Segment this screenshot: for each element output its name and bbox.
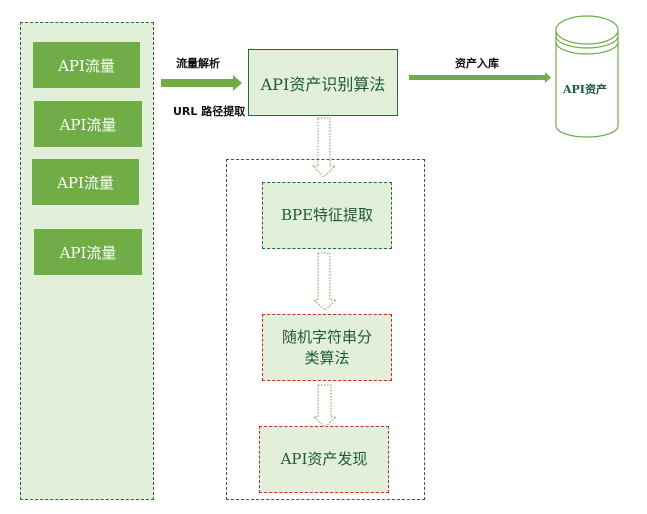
down-arrow-icon: [312, 384, 338, 428]
asset-storage-label: 资产入库: [455, 57, 499, 70]
down-arrow-icon: [311, 117, 337, 178]
step-label: BPE特征提取: [280, 206, 374, 224]
api-asset-recognition-algorithm-node[interactable]: API资产识别算法: [248, 49, 398, 116]
step-label: 随机字符串分类算法: [281, 327, 372, 367]
database-icon[interactable]: [555, 15, 619, 138]
traffic-source-node[interactable]: API流量: [34, 101, 142, 147]
bpe-feature-extraction-node[interactable]: BPE特征提取: [262, 182, 392, 249]
traffic-source-label: API流量: [57, 173, 114, 192]
database-label: API资产: [563, 83, 607, 96]
api-asset-discovery-node[interactable]: API资产发现: [259, 426, 389, 493]
url-extract-label: URL 路径提取: [173, 105, 246, 118]
traffic-source-label: API流量: [59, 243, 117, 262]
traffic-source-label: API流量: [59, 115, 117, 134]
down-arrow-icon: [312, 252, 338, 311]
step-label: API资产发现: [280, 450, 368, 468]
input-arrow: [161, 75, 242, 91]
traffic-source-node[interactable]: API流量: [32, 159, 139, 205]
traffic-source-label: API流量: [58, 56, 115, 75]
parse-traffic-label: 流量解析: [176, 57, 220, 70]
traffic-source-node[interactable]: API流量: [34, 229, 142, 275]
algorithm-label: API资产识别算法: [260, 74, 386, 94]
random-string-classification-node[interactable]: 随机字符串分类算法: [262, 314, 392, 381]
traffic-source-node[interactable]: API流量: [33, 42, 140, 88]
output-arrow: [409, 72, 551, 83]
